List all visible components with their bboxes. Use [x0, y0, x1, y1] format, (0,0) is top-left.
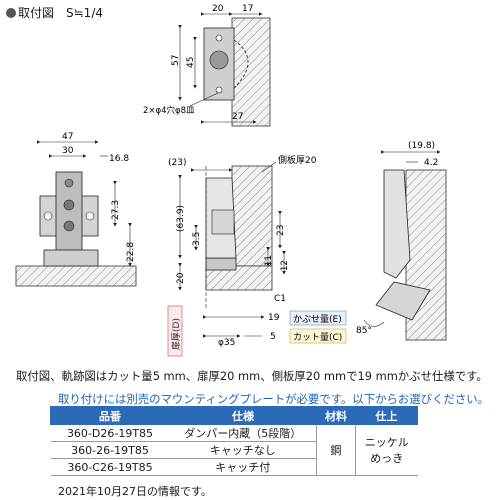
dim-side-20: 20 — [176, 272, 186, 284]
spec-table: 品番 仕様 材料 仕上 360-D26-19T85 ダンパー内蔵（5段階） 鋼 … — [50, 406, 418, 476]
dim-traj-4-2: 4.2 — [424, 158, 438, 168]
dim-side-23p: (23) — [168, 158, 186, 168]
spec-cell: キャッチ付 — [169, 458, 317, 476]
header-part: 品番 — [50, 406, 170, 425]
header-material: 材料 — [316, 406, 356, 425]
table-row: 360-C26-19T85 キャッチ付 — [50, 458, 418, 476]
dim-top-57: 57 — [171, 55, 181, 66]
footer-date-note: 2021年10月27日の情報です。 — [58, 485, 212, 498]
side-view: (23) 側板厚20 (63.9) 3.5 20 23 11 12 C1 19 … — [167, 154, 347, 357]
dim-traj-angle: 85° — [356, 326, 372, 336]
spec-cell: キャッチなし — [169, 441, 317, 459]
label-cut: カット量(C) — [293, 332, 342, 343]
dim-front-47: 47 — [62, 132, 73, 142]
header-spec: 仕様 — [169, 406, 317, 425]
page-title: 取付図 S≒1/4 — [6, 6, 103, 20]
dim-top-17: 17 — [242, 4, 253, 14]
dim-top-20: 20 — [212, 4, 224, 14]
finish-cell: ニッケル めっき — [355, 424, 418, 476]
dim-side-c1: C1 — [274, 294, 286, 304]
dim-side-11: 11 — [264, 255, 274, 266]
dim-side-plate: 側板厚20 — [278, 154, 317, 166]
spec-cell: ダンパー内蔵（5段階） — [169, 424, 317, 442]
mounting-plate-note: 取り付けには別売のマウンティングプレートが必要です。以下からお選びください。 — [58, 392, 490, 406]
dim-side-19: 19 — [268, 313, 280, 323]
dim-top-holes: 2×φ4穴φ8皿 — [143, 105, 195, 116]
dim-front-30: 30 — [62, 146, 74, 156]
dim-side-3-5: 3.5 — [192, 232, 202, 246]
dim-front-16-8: 16.8 — [109, 154, 129, 164]
front-view: 47 30 16.8 27.3 22.8 — [15, 132, 137, 287]
dim-side-23: 23 — [276, 225, 286, 236]
part-number: 360-26-19T85 — [50, 441, 170, 459]
dim-side-12: 12 — [280, 260, 290, 271]
header-finish: 仕上 — [355, 406, 418, 425]
dim-top-27: 27 — [232, 112, 243, 122]
top-side-panel — [231, 17, 271, 127]
table-row: 360-D26-19T85 ダンパー内蔵（5段階） 鋼 ニッケル めっき — [50, 424, 418, 476]
part-number: 360-C26-19T85 — [50, 458, 170, 476]
table-row: 360-26-19T85 キャッチなし — [50, 441, 418, 459]
dim-side-63-9: (63.9) — [176, 205, 186, 232]
dim-side-5: 5 — [270, 332, 276, 342]
label-door-thickness: 扉厚(D) — [170, 318, 182, 350]
spec-note: 取付図、軌跡図はカット量5 mm、扉厚20 mm、側板厚20 mmで19 mmか… — [16, 369, 488, 383]
dim-front-27-3: 27.3 — [111, 200, 121, 220]
installation-drawing: 20 17 57 45 27 2×φ4穴φ8皿 47 30 16.8 27.3 … — [15, 4, 447, 357]
dim-front-22-8: 22.8 — [126, 242, 136, 262]
trajectory-view: (19.8) 4.2 85° — [356, 141, 447, 341]
part-number: 360-D26-19T85 — [50, 424, 170, 442]
title-bullet-icon — [6, 8, 16, 18]
dim-traj-19-8: (19.8) — [408, 141, 435, 151]
label-overlay: かぶせ量(E) — [293, 314, 342, 325]
material-cell: 鋼 — [316, 424, 356, 476]
dim-top-45: 45 — [186, 57, 196, 68]
dim-side-35: φ35 — [218, 338, 235, 348]
top-view: 20 17 57 45 27 2×φ4穴φ8皿 — [143, 4, 271, 127]
